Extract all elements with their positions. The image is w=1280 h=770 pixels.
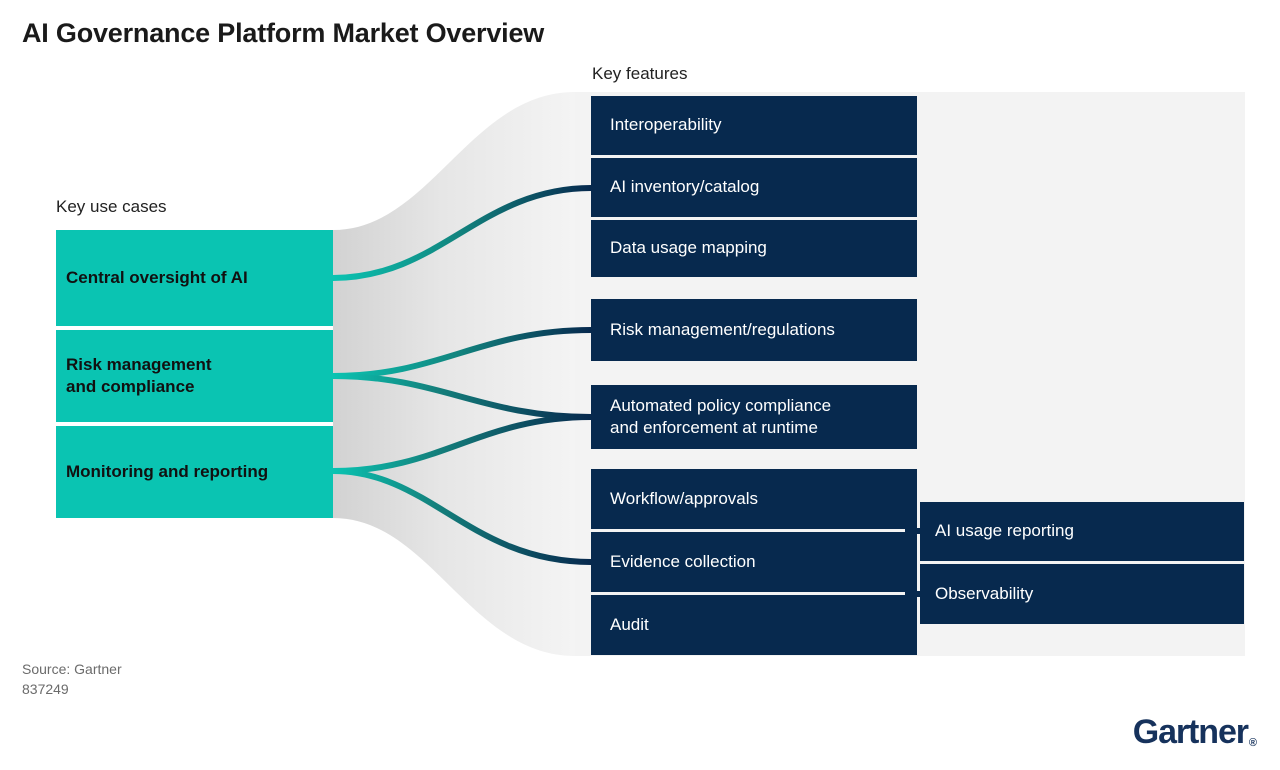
- feature-box-2[interactable]: AI inventory/catalog: [591, 158, 917, 217]
- column-caption-use-cases: Key use cases: [56, 197, 167, 216]
- use-case-label: Risk management and compliance: [66, 355, 212, 396]
- feature-label: Data usage mapping: [610, 238, 767, 258]
- feature-label: Risk management/regulations: [610, 319, 835, 339]
- outcome-box-2[interactable]: Observability: [920, 564, 1244, 624]
- page-title: AI Governance Platform Market Overview: [22, 18, 545, 48]
- feature-box-3[interactable]: Data usage mapping: [591, 220, 917, 277]
- use-case-box-3[interactable]: Monitoring and reporting: [56, 426, 333, 518]
- use-case-label: Central oversight of AI: [66, 268, 248, 288]
- registered-mark-icon: ®: [1248, 737, 1257, 749]
- outcomes-panel-background: [917, 92, 1245, 656]
- link-risk-management-to-automated-policy: [332, 373, 592, 420]
- feature-box-6[interactable]: Workflow/approvals: [591, 469, 917, 529]
- use-case-label: Monitoring and reporting: [66, 462, 269, 482]
- outcome-box-1[interactable]: AI usage reporting: [920, 502, 1244, 561]
- use-case-box-2[interactable]: Risk management and compliance: [56, 330, 333, 422]
- feature-box-8[interactable]: Audit: [591, 595, 917, 655]
- source-label: Source: Gartner: [22, 661, 122, 677]
- document-id: 837249: [22, 681, 69, 698]
- feature-box-7[interactable]: Evidence collection: [591, 532, 917, 592]
- gartner-logo-text: Gartner: [1132, 713, 1249, 751]
- use-case-box-1[interactable]: Central oversight of AI: [56, 230, 333, 326]
- feature-box-4[interactable]: Risk management/regulations: [591, 299, 917, 361]
- feature-label: AI inventory/catalog: [610, 177, 760, 197]
- link-monitoring-to-evidence-collection: [332, 468, 592, 565]
- feature-box-1[interactable]: Interoperability: [591, 96, 917, 155]
- source-note: Source: Gartner 837249: [22, 659, 122, 700]
- link-central-oversight-to-ai-inventory: [332, 185, 592, 281]
- feature-label: Interoperability: [610, 115, 722, 135]
- link-monitoring-to-automated-policy: [332, 414, 592, 474]
- feature-box-5[interactable]: Automated policy compliance and enforcem…: [591, 385, 917, 449]
- feature-label: Audit: [610, 614, 649, 634]
- outcome-label: Observability: [935, 583, 1034, 603]
- gartner-logo: Gartner®: [1132, 713, 1257, 752]
- outcome-label: AI usage reporting: [935, 521, 1074, 541]
- flow-ribbon: [333, 92, 575, 656]
- feature-label: Workflow/approvals: [610, 488, 759, 508]
- link-risk-management-to-risk-regulations: [332, 327, 592, 379]
- column-caption-features: Key features: [592, 64, 688, 83]
- feature-label: Automated policy compliance and enforcem…: [610, 395, 832, 437]
- feature-label: Evidence collection: [610, 551, 756, 571]
